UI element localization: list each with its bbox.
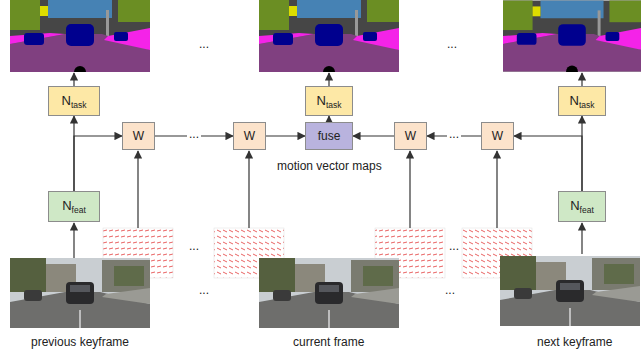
ellipsis-mark: ... (199, 283, 209, 297)
output-arrow (73, 73, 74, 86)
ellipsis-mark: ... (445, 283, 455, 297)
warp-box: W (481, 122, 514, 150)
caption-label: next keyframe (537, 335, 612, 349)
caption-label: current frame (293, 335, 364, 349)
node-label: Nfeat (62, 198, 86, 215)
node-label: fuse (318, 129, 341, 143)
warp-box: W (233, 122, 266, 150)
feature-network: Nfeat (48, 191, 100, 222)
video-frame (259, 258, 399, 328)
caption-label: previous keyframe (31, 335, 129, 349)
input-arrow (581, 223, 582, 254)
connector (581, 116, 582, 191)
segmentation-output (503, 1, 641, 78)
connector (353, 135, 394, 136)
segmentation-output (10, 0, 150, 78)
node-label: W (244, 129, 255, 143)
map-arrow (137, 151, 138, 228)
feature-network: Nfeat (558, 191, 606, 222)
ellipsis-mark: ... (199, 37, 209, 51)
map-arrow (496, 151, 497, 228)
map-arrow (409, 151, 410, 228)
ellipsis-mark: ... (449, 239, 459, 253)
ellipsis-mark: ... (189, 239, 199, 253)
node-label: W (492, 129, 503, 143)
video-frame (10, 258, 150, 328)
task-network: Ntask (305, 86, 353, 116)
node-label: W (405, 129, 416, 143)
node-label: Ntask (317, 93, 342, 110)
node-label: Ntask (62, 93, 87, 110)
node-label: W (133, 129, 144, 143)
input-arrow (73, 223, 74, 258)
output-arrow (581, 73, 582, 86)
connector (514, 136, 582, 191)
map-arrow (248, 151, 249, 228)
edge-label: ... (187, 128, 201, 140)
output-arrow (328, 73, 329, 86)
warp-box: W (394, 122, 427, 150)
connector (266, 135, 305, 136)
node-label: Ntask (570, 93, 595, 110)
caption-label: motion vector maps (277, 159, 382, 173)
node-label: Nfeat (570, 198, 594, 215)
task-network: Ntask (558, 86, 606, 116)
ellipsis-mark: ... (447, 37, 457, 51)
edge-label: ... (447, 128, 461, 140)
segmentation-output (259, 0, 399, 78)
connector (74, 136, 122, 191)
task-network: Ntask (48, 86, 100, 116)
warp-box: W (122, 122, 155, 150)
fuse-box: fuse (305, 122, 353, 150)
video-frame (500, 256, 640, 326)
